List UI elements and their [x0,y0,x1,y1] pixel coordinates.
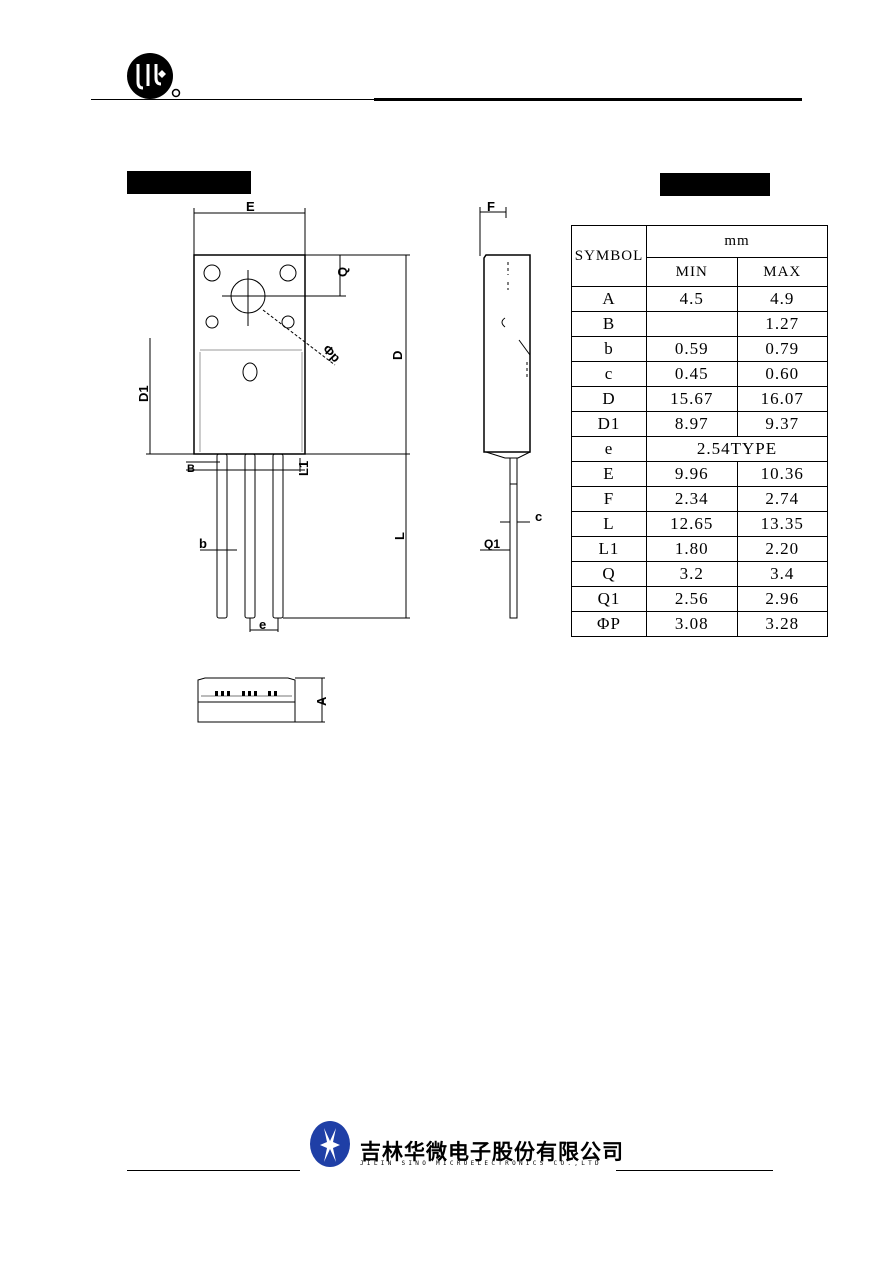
company-name-cn: 吉林华微电子股份有限公司 [360,1140,624,1164]
min-header: MIN [646,256,738,288]
table-header-row: SYMBOL mm [571,225,828,287]
max-value-cell: 9.37 [736,411,828,437]
symbol-cell: F [571,486,647,512]
dim-label-Q: Q [335,267,350,277]
min-value-cell: 3.2 [646,561,738,587]
jsm-logo-icon [127,53,181,99]
max-value-cell: 4.9 [736,286,828,312]
table-subheader-row: MIN MAX [572,256,828,288]
package-drawing: E Q Φp D D1 B L1 b L e F c Q1 A [136,199,542,723]
header-logo [126,52,184,100]
dim-label-B: B [187,463,195,475]
max-header: MAX [736,256,828,288]
header-rule-thin [91,99,374,100]
min-value-cell: 12.65 [646,511,738,537]
min-value-cell: 3.08 [646,611,738,637]
dim-label-L1: L1 [296,461,311,476]
max-value-cell: 1.27 [736,311,828,337]
header-rule-thick [374,98,802,101]
dim-label-F: F [487,199,495,214]
min-value-cell: 0.59 [646,336,738,362]
max-value-cell: 16.07 [736,386,828,412]
dim-label-Q1: Q1 [484,537,500,551]
symbol-cell: b [571,336,647,362]
dim-label-D1: D1 [136,385,151,402]
dim-label-L: L [392,532,407,540]
symbol-cell: c [571,361,647,387]
min-value-cell: 8.97 [646,411,738,437]
dim-label-c: c [535,509,542,524]
symbol-cell: L1 [571,536,647,562]
symbol-cell: L [571,511,647,537]
footer-logo [308,1120,353,1168]
max-value-cell: 2.74 [736,486,828,512]
sino-star-logo-icon [310,1121,350,1167]
symbol-cell: ΦP [571,611,647,637]
dim-label-D: D [390,351,405,360]
min-value-cell: 15.67 [646,386,738,412]
table-row: B 1.27 [571,311,828,337]
drawing-title-bar [127,171,251,194]
symbol-cell: Q1 [571,586,647,612]
min-value-cell [646,311,738,337]
max-value-cell: 3.4 [736,561,828,587]
symbol-cell: D [571,386,647,412]
symbol-cell: e [571,436,647,462]
min-value-cell: 9.96 [646,461,738,487]
span-value-cell: 2.54TYPE [646,436,828,462]
dim-label-E: E [246,199,255,214]
table-title-bar [660,173,770,196]
min-value-cell: 1.80 [646,536,738,562]
symbol-cell: A [571,286,647,312]
max-value-cell: 10.36 [736,461,828,487]
dim-label-b: b [199,536,207,551]
dim-label-e: e [259,617,266,632]
max-value-cell: 0.79 [736,336,828,362]
unit-header: mm [646,225,828,258]
dim-label-phiP: Φp [320,342,344,366]
max-value-cell: 13.35 [736,511,828,537]
min-value-cell: 0.45 [646,361,738,387]
dim-label-A: A [314,696,329,706]
symbol-cell: B [571,311,647,337]
symbol-cell: D1 [571,411,647,437]
min-value-cell: 2.56 [646,586,738,612]
footer-rule-left [127,1170,300,1171]
symbol-header: SYMBOL [571,225,647,287]
min-value-cell: 4.5 [646,286,738,312]
max-value-cell: 3.28 [736,611,828,637]
symbol-cell: Q [571,561,647,587]
max-value-cell: 0.60 [736,361,828,387]
min-value-cell: 2.34 [646,486,738,512]
max-value-cell: 2.20 [736,536,828,562]
footer-rule-right [616,1170,773,1171]
symbol-cell: E [571,461,647,487]
company-name-en: JILIN SINO MICROELECTRONICS CO.,LTD [360,1160,602,1167]
max-value-cell: 2.96 [736,586,828,612]
